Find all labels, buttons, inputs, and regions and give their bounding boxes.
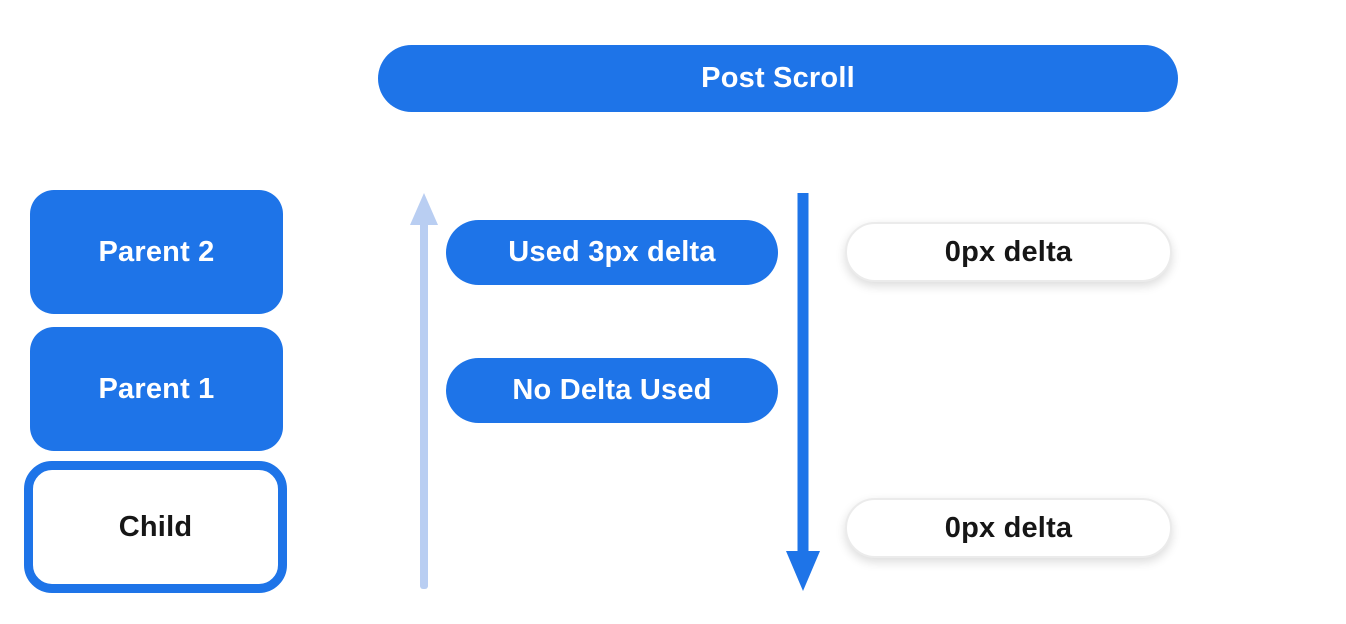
parent-2-box: Parent 2 [30, 190, 283, 314]
scroll-down-arrow-icon [786, 193, 820, 591]
parent-1-label: Parent 1 [98, 372, 215, 405]
child-box: Child [24, 461, 287, 593]
remaining-delta-pill-top: 0px delta [845, 222, 1172, 282]
parent-2-label: Parent 2 [98, 235, 215, 268]
used-delta-label: Used 3px delta [508, 236, 716, 268]
no-delta-used-label: No Delta Used [512, 374, 712, 406]
used-delta-pill: Used 3px delta [446, 220, 778, 285]
remaining-delta-bottom-label: 0px delta [944, 511, 1073, 544]
post-scroll-header: Post Scroll [378, 45, 1178, 112]
scroll-up-arrow-icon [410, 193, 438, 589]
child-label: Child [118, 510, 193, 543]
remaining-delta-top-label: 0px delta [944, 235, 1073, 268]
post-scroll-header-label: Post Scroll [701, 62, 855, 94]
parent-1-box: Parent 1 [30, 327, 283, 451]
remaining-delta-pill-bottom: 0px delta [845, 498, 1172, 558]
no-delta-used-pill: No Delta Used [446, 358, 778, 423]
